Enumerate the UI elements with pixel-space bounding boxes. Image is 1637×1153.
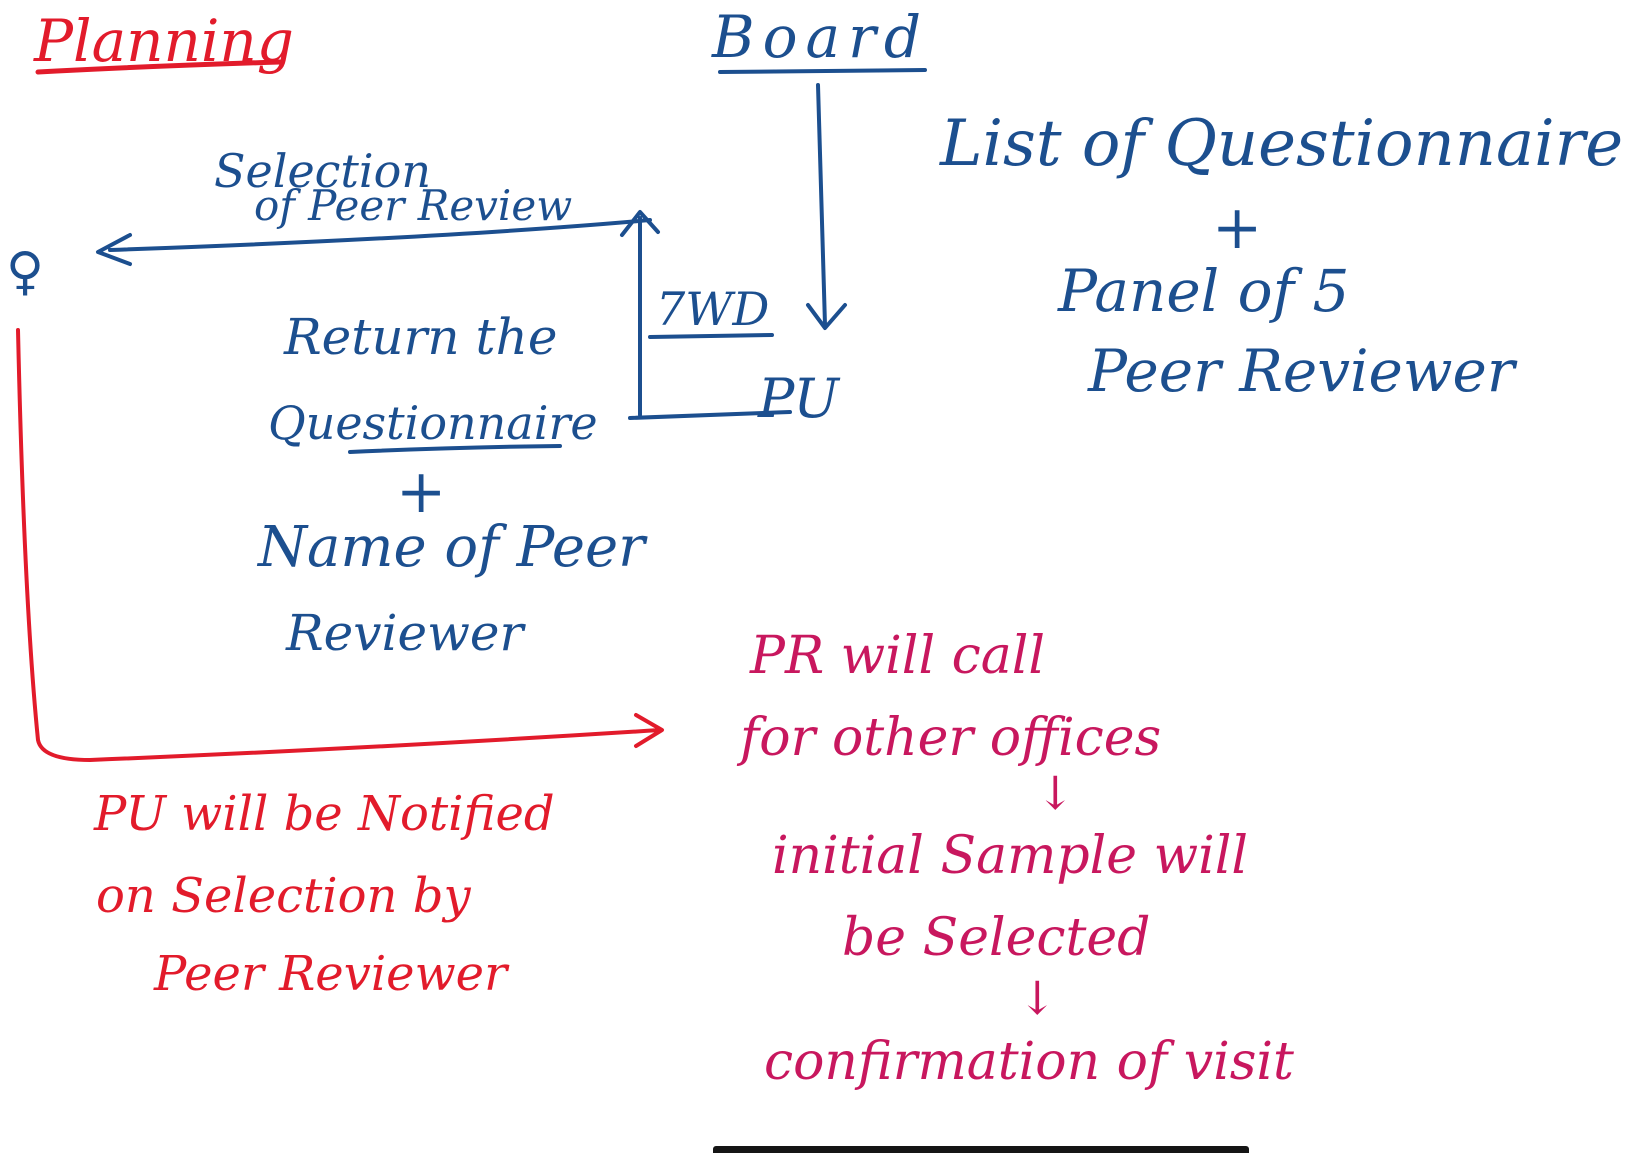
board-to-pu-arrow [806, 83, 847, 330]
pr-step-arrow1: ↓ [1036, 766, 1075, 820]
pu-label: PU [758, 367, 839, 430]
pu-symbol: ♀ [6, 242, 45, 302]
name-label-line2: Reviewer [286, 604, 524, 662]
bottom-bar [713, 1146, 1249, 1153]
planning-underline [35, 59, 283, 75]
notification-line1: PU will be Notified [94, 786, 555, 842]
notification-line3: Peer Reviewer [154, 946, 508, 1002]
pu-connector-line [628, 410, 792, 420]
planning-heading: Planning [34, 7, 294, 75]
pu-to-selection-connector [620, 210, 660, 417]
return-label-line1: Return the [284, 308, 558, 366]
notification-line2: on Selection by [96, 868, 471, 924]
plus-sign-right: + [1212, 193, 1263, 263]
pr-step-line1: PR will call [750, 626, 1045, 686]
days-label: 7WD [656, 282, 770, 336]
board-underline [718, 68, 927, 74]
selection-arrow [96, 218, 652, 266]
pr-step-line4: be Selected [842, 908, 1151, 968]
days-underline [648, 333, 774, 339]
peer-reviewer-right: Peer Reviewer [1088, 337, 1515, 405]
return-label-line2: Questionnaire [268, 396, 598, 450]
questionnaire-underline [348, 444, 562, 454]
pr-step-arrow2: ↓ [1018, 971, 1057, 1025]
plus-sign-left: + [396, 457, 447, 527]
list-of-questionnaire: List of Questionnaire [940, 107, 1624, 181]
board-heading: Board [712, 3, 929, 71]
selection-label-line1: Selection [214, 144, 431, 198]
selection-label-line2: of Peer Review [254, 181, 573, 230]
name-label-line1: Name of Peer [258, 515, 645, 580]
pr-step-line5: confirmation of visit [764, 1032, 1294, 1092]
panel-of-five: Panel of 5 [1058, 257, 1350, 325]
notification-flow-arrow [16, 328, 664, 762]
pr-step-line3: initial Sample will [772, 826, 1248, 886]
pr-step-line2: for other offices [740, 708, 1162, 768]
